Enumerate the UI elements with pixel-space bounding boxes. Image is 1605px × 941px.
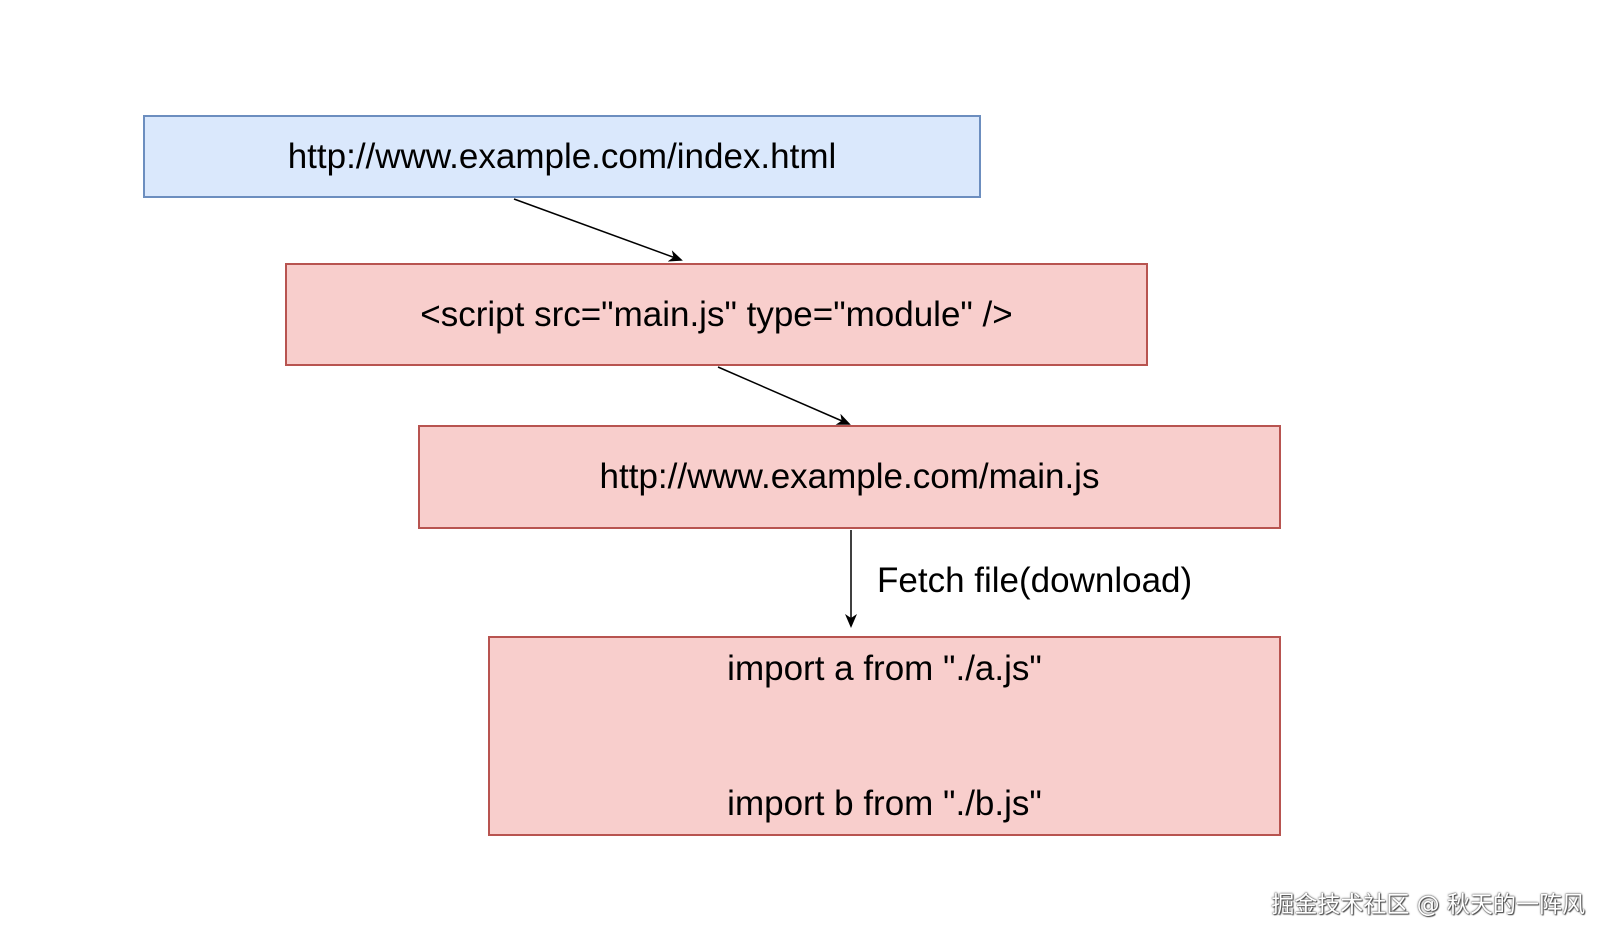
arrow-index-to-script: [513, 198, 683, 262]
watermark: 掘金技术社区 @ 秋天的一阵风: [1271, 892, 1585, 918]
import-line-a: import a from "./a.js": [727, 649, 1042, 688]
node-main-js-url-label: http://www.example.com/main.js: [599, 457, 1100, 496]
arrow-script-to-mainjs: [717, 366, 851, 425]
node-index-html-label: http://www.example.com/index.html: [287, 136, 837, 176]
node-imports-lines: import a from "./a.js" import b from "./…: [727, 556, 1042, 916]
node-main-js-url: http://www.example.com/main.js: [418, 425, 1281, 529]
node-imports: import a from "./a.js" import b from "./…: [488, 636, 1281, 836]
edge-label-fetch: Fetch file(download): [877, 561, 1193, 600]
node-script-tag: <script src="main.js" type="module" />: [285, 263, 1148, 366]
node-index-html: http://www.example.com/index.html: [143, 115, 981, 198]
node-script-tag-label: <script src="main.js" type="module" />: [420, 294, 1013, 334]
import-line-b: import b from "./b.js": [727, 784, 1042, 823]
